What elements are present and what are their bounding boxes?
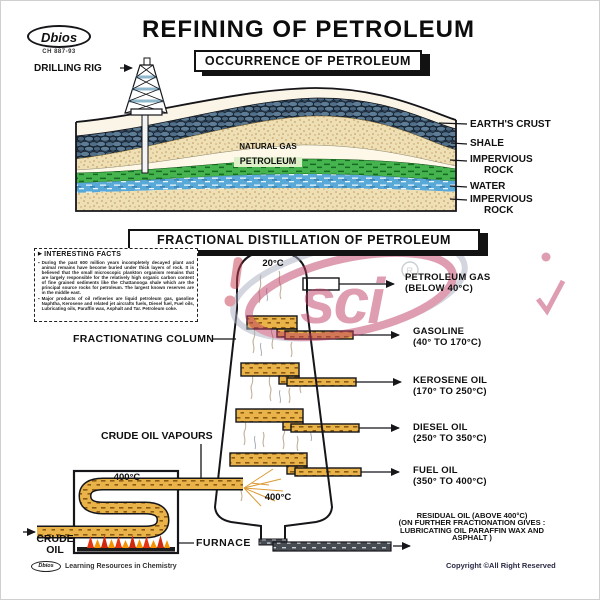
product-diesel-oil: DIESEL OIL(250° TO 350°C) (413, 422, 487, 444)
flames (87, 535, 170, 548)
product-gasoline: GASOLINE(40° TO 170°C) (413, 326, 482, 348)
residual-oil-label: RESIDUAL OIL (ABOVE 400°C) (ON FURTHER F… (398, 511, 546, 543)
footer-left: Dbios Learning Resources in Chemistry (31, 561, 177, 572)
occurrence-header: OCCURRENCE OF PETROLEUM (194, 50, 422, 72)
water-layer (76, 174, 456, 193)
page-title: REFINING OF PETROLEUM (142, 16, 475, 43)
copyright-text: Copyright ©All Right Reserved (446, 561, 556, 570)
product-kerosene-oil: KEROSENE OIL(170° TO 250°C) (413, 375, 488, 397)
footer-tagline: Learning Resources in Chemistry (65, 562, 177, 570)
drill-pipe (141, 106, 149, 174)
natural-gas-label: NATURAL GAS (239, 142, 297, 151)
interesting-facts-box: ▶INTERESTING FACTS ▪During the past 600 … (34, 248, 198, 322)
watermark-logo: sci R (224, 236, 566, 342)
crude-vapour-spray (243, 468, 284, 507)
product-arrows (23, 280, 411, 550)
crude-oil-coil-pipe (37, 479, 243, 537)
bullet-icon: ▪ (38, 259, 40, 265)
residual-oil-pipe (272, 541, 392, 552)
furnace (37, 469, 243, 555)
column-top-temperature: 20°C (262, 258, 284, 269)
petroleum-label: PETROLEUM (234, 156, 302, 167)
furnace-label: FURNACE (196, 537, 251, 549)
drilling-rig (124, 57, 168, 116)
furnace-grate (77, 547, 175, 552)
watermark-text: sci (300, 265, 386, 337)
crude-oil-vapours-label: CRUDE OIL VAPOURS (101, 430, 213, 442)
facts-title: ▶INTERESTING FACTS (38, 251, 122, 258)
strata-label-water: WATER (470, 181, 506, 192)
facts-bullet-2: ▪Major products of oil refineries are li… (38, 295, 194, 311)
brand-logo: Dbios CH 887-93 (27, 25, 91, 56)
column-bottom-temperature: 400°C (264, 492, 292, 503)
strata-label-shale: SHALE (470, 138, 504, 149)
product-petroleum-gas: PETROLEUM GAS(BELOW 40°C) (405, 272, 491, 294)
diesel-outlet-pipe (290, 423, 360, 433)
bullet-icon: ▪ (38, 295, 40, 301)
pointing-hand-icon: ▶ (38, 251, 43, 257)
product-fuel-oil: FUEL OIL(350° TO 400°C) (413, 465, 487, 487)
drilling-rig-label: DRILLING RIG (34, 63, 102, 74)
brand-logo-oval: Dbios (27, 25, 91, 48)
brand-code: CH 887-93 (42, 49, 76, 55)
svg-text:R: R (407, 266, 414, 276)
watermark-check-fragment (536, 279, 566, 316)
distillation-header: FRACTIONAL DISTILLATION OF PETROLEUM (128, 229, 480, 252)
kerosene-outlet-pipe (286, 377, 357, 387)
footer-brand-logo: Dbios (31, 561, 61, 572)
strata-leader-lines (120, 64, 468, 201)
registered-mark-icon (401, 261, 419, 279)
crude-oil-label: CRUDE OIL (36, 533, 74, 556)
strata-label-earths-crust: EARTH'S CRUST (470, 119, 551, 130)
fractionating-column-label: FRACTIONATING COLUMN (73, 333, 215, 345)
facts-bullet-1: ▪During the past 600 million years incom… (38, 259, 194, 295)
impervious-rock-lower-layer (76, 188, 456, 211)
furnace-temperature: 400°C (113, 472, 141, 483)
